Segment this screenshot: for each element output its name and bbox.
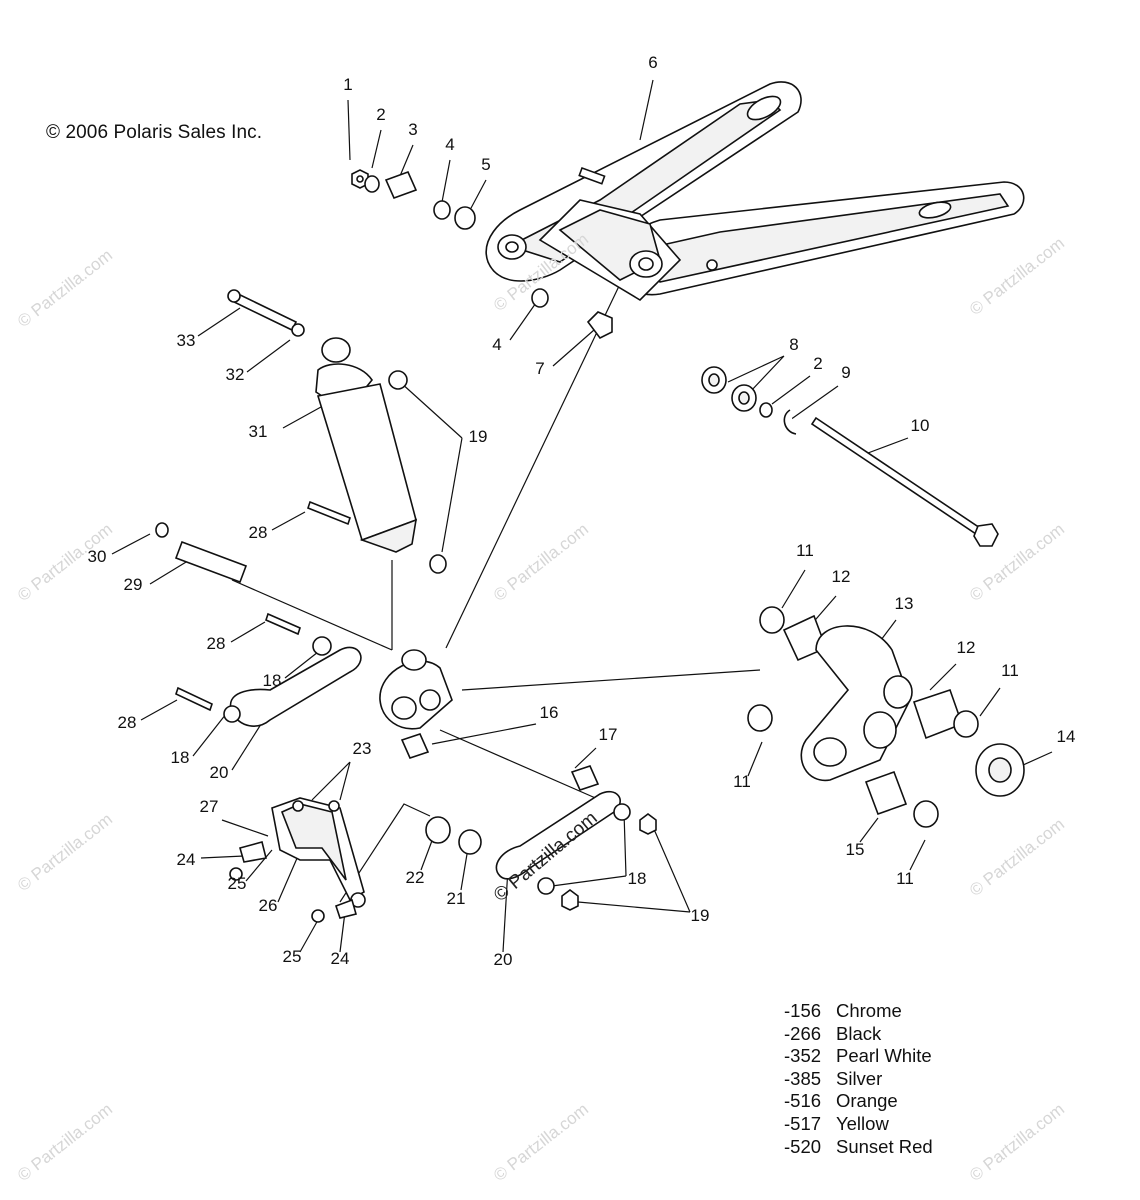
callout-31: 31 bbox=[249, 422, 268, 441]
callout-4: 4 bbox=[445, 135, 454, 154]
callout-19: 19 bbox=[469, 427, 488, 446]
legend-color: Yellow bbox=[836, 1112, 889, 1134]
callout-4: 4 bbox=[492, 335, 501, 354]
callout-8: 8 bbox=[789, 335, 798, 354]
callout-14: 14 bbox=[1057, 727, 1076, 746]
legend-code: -520 bbox=[784, 1135, 822, 1157]
callout-2: 2 bbox=[376, 105, 385, 124]
legend-row: -520 Sunset Red bbox=[784, 1136, 933, 1159]
callout-27: 27 bbox=[200, 797, 219, 816]
legend-code: -516 bbox=[784, 1090, 822, 1112]
legend-row: -385 Silver bbox=[784, 1068, 933, 1091]
shock-absorber bbox=[155, 289, 447, 584]
callout-24: 24 bbox=[177, 850, 196, 869]
callout-2: 2 bbox=[813, 354, 822, 373]
callout-19: 19 bbox=[691, 906, 710, 925]
leader-lines bbox=[111, 79, 1053, 953]
callout-5: 5 bbox=[481, 155, 490, 174]
callout-3: 3 bbox=[408, 120, 417, 139]
linkage-plates bbox=[175, 612, 600, 791]
callout-28: 28 bbox=[207, 634, 226, 653]
callout-6: 6 bbox=[648, 53, 657, 72]
color-code-legend: -156 Chrome -266 Black -352 Pearl White -38… bbox=[784, 1000, 933, 1158]
callout-7: 7 bbox=[535, 359, 544, 378]
copyright-notice: © 2006 Polaris Sales Inc. bbox=[46, 122, 263, 143]
callout-20: 20 bbox=[210, 763, 229, 782]
callout-25: 25 bbox=[283, 947, 302, 966]
callout-33: 33 bbox=[177, 331, 196, 350]
callout-11: 11 bbox=[896, 869, 914, 888]
legend-color: Black bbox=[836, 1022, 882, 1044]
callout-10: 10 bbox=[911, 416, 930, 435]
pivot-hardware bbox=[351, 169, 613, 340]
legend-color: Chrome bbox=[836, 1000, 902, 1021]
callout-26: 26 bbox=[259, 896, 278, 915]
callout-20: 20 bbox=[494, 950, 513, 969]
callout-13: 13 bbox=[895, 594, 914, 613]
callout-28: 28 bbox=[249, 523, 268, 542]
linkage-arm bbox=[747, 606, 1025, 828]
callout-24: 24 bbox=[331, 949, 350, 968]
callout-12: 12 bbox=[832, 567, 851, 586]
legend-color: Silver bbox=[836, 1067, 883, 1089]
callout-29: 29 bbox=[124, 575, 143, 594]
legend-row: -352 Pearl White bbox=[784, 1045, 933, 1068]
callout-15: 15 bbox=[846, 840, 865, 859]
axle-hardware bbox=[701, 366, 999, 547]
callout-18: 18 bbox=[263, 671, 282, 690]
callout-30: 30 bbox=[88, 547, 107, 566]
legend-color: Pearl White bbox=[836, 1045, 932, 1067]
legend-code: -156 bbox=[784, 1000, 822, 1021]
callout-18: 18 bbox=[171, 748, 190, 767]
legend-row: -156 Chrome bbox=[784, 1000, 933, 1023]
callout-25: 25 bbox=[228, 874, 247, 893]
lower-bracket bbox=[229, 790, 657, 923]
legend-row: -266 Black bbox=[784, 1023, 933, 1046]
legend-color: Orange bbox=[836, 1090, 898, 1112]
legend-code: -266 bbox=[784, 1022, 822, 1044]
callout-32: 32 bbox=[226, 365, 245, 384]
callout-9: 9 bbox=[841, 363, 850, 382]
legend-row: -517 Yellow bbox=[784, 1113, 933, 1136]
callout-16: 16 bbox=[540, 703, 559, 722]
callout-1: 1 bbox=[343, 75, 352, 94]
callout-11: 11 bbox=[1001, 661, 1019, 680]
callout-21: 21 bbox=[447, 889, 466, 908]
callout-23: 23 bbox=[353, 739, 372, 758]
callout-11: 11 bbox=[796, 541, 814, 560]
legend-code: -352 bbox=[784, 1045, 822, 1067]
legend-code: -385 bbox=[784, 1067, 822, 1089]
legend-color: Sunset Red bbox=[836, 1135, 933, 1157]
legend-row: -516 Orange bbox=[784, 1090, 933, 1113]
callout-22: 22 bbox=[406, 868, 425, 887]
callout-12: 12 bbox=[957, 638, 976, 657]
callout-11: 11 bbox=[733, 772, 751, 791]
callout-18: 18 bbox=[628, 869, 647, 888]
swing-arm bbox=[485, 81, 1025, 302]
callout-28: 28 bbox=[118, 713, 137, 732]
callout-17: 17 bbox=[599, 725, 618, 744]
legend-code: -517 bbox=[784, 1112, 822, 1134]
